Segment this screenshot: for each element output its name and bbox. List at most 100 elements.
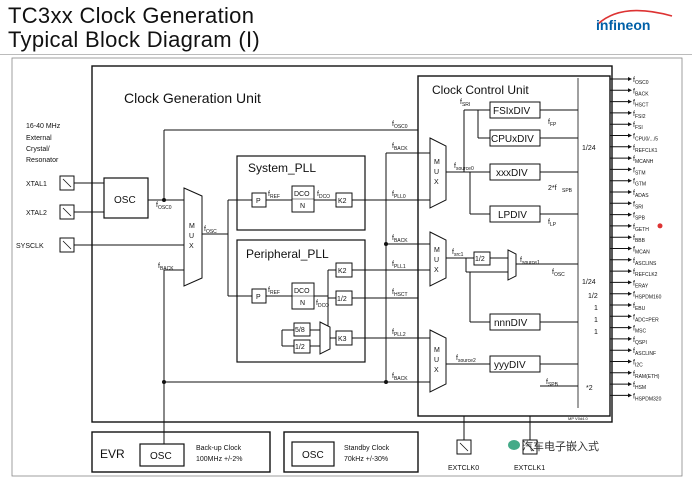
highlight-dot: [657, 223, 663, 229]
svg-text:fOSC: fOSC: [552, 269, 565, 278]
pin-extclk1-label: EXTCLK1: [514, 465, 545, 472]
svg-text:LPDIV: LPDIV: [498, 210, 527, 221]
svg-text:P: P: [256, 294, 261, 301]
output-arrowhead-0: [628, 77, 632, 81]
svg-text:fPLL0: fPLL0: [392, 191, 406, 200]
standby-clock-line2: 70kHz +/-30%: [344, 456, 388, 463]
ccu-mux0: [429, 137, 447, 209]
output-arrowhead-6: [628, 144, 632, 149]
ccu-title: Clock Control Unit: [432, 83, 529, 97]
output-label-21: fADC=PER: [633, 314, 659, 323]
svg-text:SPB: SPB: [562, 188, 573, 194]
svg-text:M: M: [434, 247, 440, 254]
src1-small-mux: [507, 249, 517, 281]
ccu-box: [417, 75, 611, 417]
svg-text:OSC: OSC: [302, 450, 324, 461]
xtal-desc-2: External: [26, 135, 52, 142]
svg-text:M: M: [189, 223, 195, 230]
svg-text:fBACK: fBACK: [392, 373, 408, 382]
xtal-desc-1: 16-40 MHz: [26, 123, 61, 130]
output-arrowhead-20: [628, 303, 632, 307]
evr-osc-block: [139, 443, 185, 467]
svg-text:fFP: fFP: [548, 119, 557, 128]
output-arrowhead-9: [628, 178, 632, 183]
osc-block: [103, 177, 149, 219]
output-label-11: fSRI: [633, 201, 643, 210]
output-arrowhead-26: [628, 370, 632, 375]
output-arrowhead-17: [628, 269, 632, 274]
svg-text:fsource2: fsource2: [456, 355, 476, 364]
svg-text:2*f: 2*f: [548, 185, 557, 192]
output-label-3: fFSI2: [633, 111, 646, 120]
svg-text:K2: K2: [338, 198, 347, 205]
xtal-desc-4: Resonator: [26, 157, 59, 164]
backup-clock-line2: 100MHz +/-2%: [196, 456, 243, 463]
output-arrowhead-1: [628, 88, 632, 93]
output-label-16: fASCLINS: [633, 258, 657, 267]
svg-text:fSRI: fSRI: [460, 99, 470, 108]
output-label-0: fOSC0: [633, 77, 649, 86]
svg-text:5/8: 5/8: [295, 327, 305, 334]
svg-text:DCO: DCO: [294, 191, 310, 198]
output-label-18: fERAY: [633, 280, 649, 289]
output-label-26: fRAM(ETH): [633, 371, 660, 380]
infineon-logo: infineon: [596, 9, 673, 33]
fosc0-top-label: fOSC0: [392, 121, 408, 130]
svg-text:DCO: DCO: [294, 288, 310, 295]
osc-label: OSC: [114, 195, 136, 206]
wechat-icon: [508, 440, 520, 450]
svg-text:K2: K2: [338, 268, 347, 275]
output-label-24: fASCLINF: [633, 348, 656, 357]
svg-text:N: N: [300, 300, 305, 307]
output-label-12: fSPB: [633, 213, 646, 222]
output-arrowhead-3: [628, 110, 632, 115]
svg-text:1/24: 1/24: [582, 279, 596, 286]
output-arrowhead-2: [628, 99, 632, 104]
cgu-title: Clock Generation Unit: [124, 90, 261, 106]
svg-text:1/2: 1/2: [475, 256, 485, 263]
svg-text:N: N: [300, 203, 305, 210]
ccu-output-list: fOSC0fBACKfHSCTfFSI2fFSIfCPU0/.../5fREFC…: [610, 77, 663, 402]
svg-text:1: 1: [594, 305, 598, 312]
output-arrowhead-28: [628, 393, 632, 398]
svg-text:fPLL1: fPLL1: [392, 261, 406, 270]
svg-text:fDCO: fDCO: [317, 191, 330, 200]
output-arrowhead-13: [628, 223, 632, 228]
fosc-mux-out: fOSC: [204, 226, 217, 235]
svg-text:K3: K3: [338, 336, 347, 343]
output-arrowhead-4: [628, 122, 632, 127]
svg-text:X: X: [434, 267, 439, 274]
svg-text:M: M: [434, 347, 440, 354]
svg-text:U: U: [189, 233, 194, 240]
svg-text:FSIxDIV: FSIxDIV: [493, 106, 531, 117]
output-label-13: fGETH: [633, 224, 649, 233]
svg-text:fsource1: fsource1: [520, 257, 540, 266]
svg-text:fBACK: fBACK: [392, 143, 408, 152]
output-arrowhead-5: [628, 133, 632, 138]
evr-label: EVR: [100, 447, 125, 461]
output-arrowhead-10: [628, 190, 632, 194]
slide-title-line2: Typical Block Diagram (I): [8, 27, 261, 52]
output-arrowhead-25: [628, 359, 632, 364]
version-label: MP V0d4.0: [568, 416, 588, 421]
svg-text:fPLL2: fPLL2: [392, 329, 406, 338]
system-pll-title: System_PLL: [248, 161, 316, 175]
svg-text:fBACK: fBACK: [392, 235, 408, 244]
watermark-text: 汽车电子嵌入式: [522, 441, 599, 453]
output-label-2: fHSCT: [633, 100, 649, 109]
slide-frame: [11, 57, 683, 477]
output-arrowhead-19: [628, 291, 632, 296]
peripheral-pll-title: Peripheral_PLL: [246, 247, 329, 261]
header-rule: [0, 54, 692, 55]
pin-extclk0-label: EXTCLK0: [448, 465, 479, 472]
output-arrowhead-8: [628, 167, 632, 172]
svg-text:fREF: fREF: [268, 191, 280, 200]
output-label-1: fBACK: [633, 88, 649, 97]
output-arrowhead-11: [628, 201, 632, 206]
system-pll-box: [236, 155, 366, 231]
svg-text:X: X: [189, 243, 194, 250]
output-arrowhead-21: [628, 314, 632, 319]
output-arrowhead-27: [628, 382, 632, 387]
svg-text:1/2: 1/2: [588, 293, 598, 300]
